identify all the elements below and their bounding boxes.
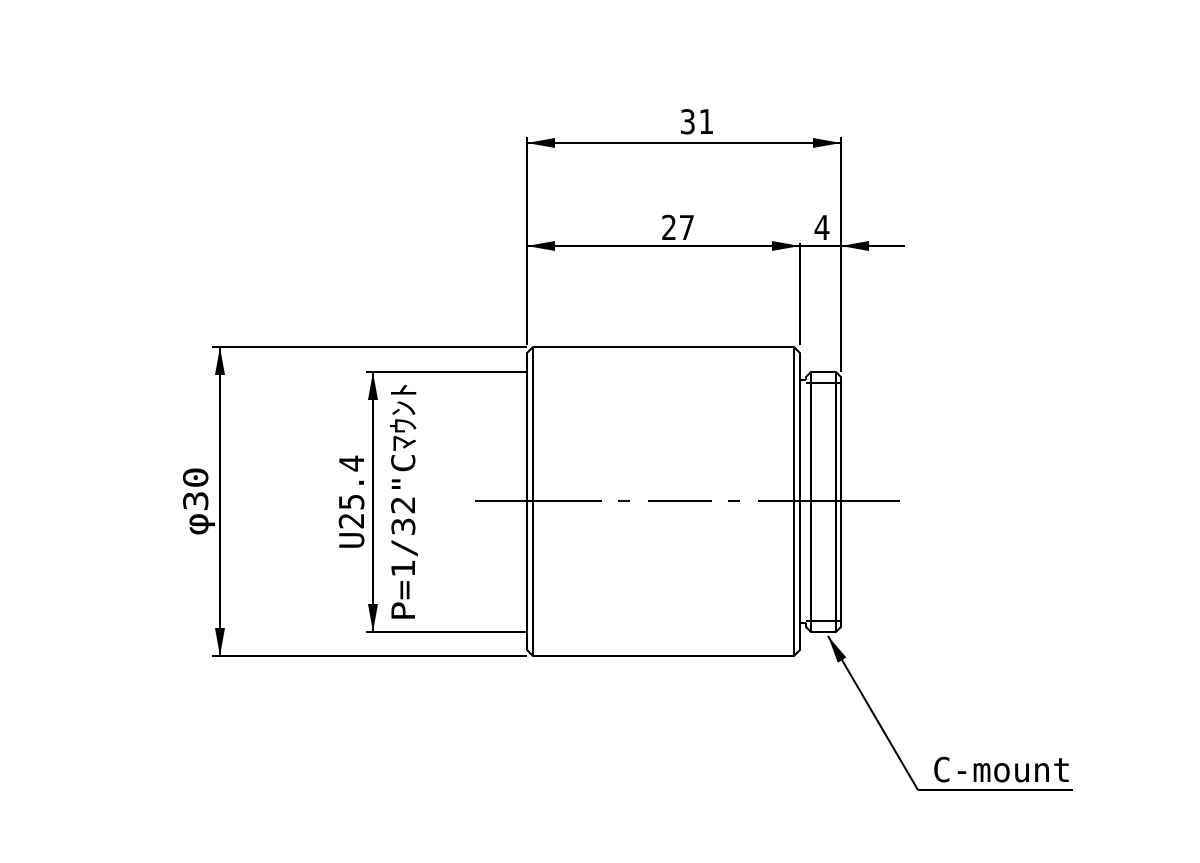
dimension-mount-length: 4 — [800, 209, 905, 251]
extension-lines-left — [212, 346, 527, 657]
callout-c-mount: C-mount — [827, 635, 1073, 791]
extension-lines-top — [526, 137, 842, 372]
dimension-overall-length: 31 — [527, 103, 841, 148]
callout-label: C-mount — [932, 751, 1072, 791]
thread-spec-line1: U25.4 — [333, 454, 373, 550]
leader-line — [827, 635, 919, 791]
dimension-label-27: 27 — [660, 209, 696, 249]
dimension-label-31: 31 — [679, 103, 715, 143]
dimension-diameter: φ30 — [177, 347, 225, 656]
dimension-thread: U25.4 P=1/32"Cﾏｳﾝﾄ — [333, 372, 423, 632]
dimension-body-length: 27 — [527, 209, 800, 251]
dimension-label-diameter: φ30 — [177, 466, 217, 536]
thread-spec-line2: P=1/32"Cﾏｳﾝﾄ — [385, 382, 423, 622]
dimension-label-4: 4 — [813, 209, 831, 249]
